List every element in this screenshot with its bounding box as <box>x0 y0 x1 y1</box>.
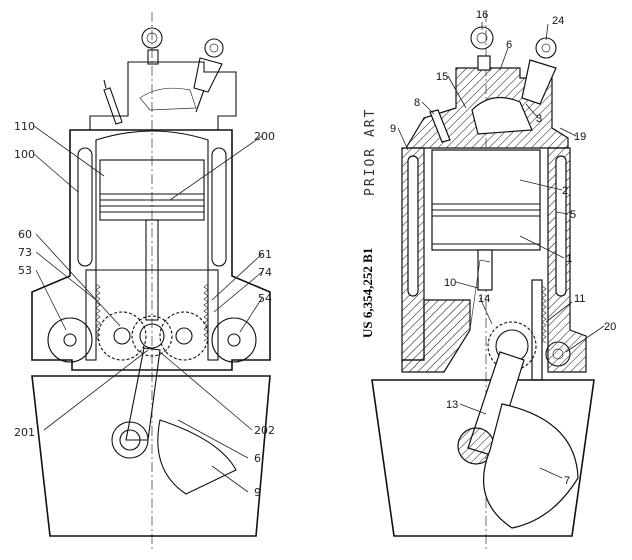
center-gear <box>131 315 173 357</box>
label-11: 11 <box>574 293 585 305</box>
label-5: 5 <box>570 209 576 221</box>
left-gear-inner <box>97 311 147 361</box>
label-13: 13 <box>446 399 458 411</box>
label-200: 200 <box>254 130 275 143</box>
label-16: 16 <box>476 9 488 21</box>
label-14: 14 <box>478 293 490 305</box>
label-73: 73 <box>18 246 32 259</box>
label-60: 60 <box>18 228 32 241</box>
left-figure: 110 100 200 60 73 53 61 74 54 201 202 6 … <box>14 12 275 552</box>
label-100: 100 <box>14 148 35 161</box>
label-3: 3 <box>536 113 542 125</box>
label-19: 19 <box>574 131 586 143</box>
prior-art-caption: PRIOR ART <box>363 108 378 196</box>
right-figure: PRIOR ART US 6,354,252 B1 <box>360 9 616 552</box>
label-61: 61 <box>258 248 272 261</box>
label-54: 54 <box>258 292 272 305</box>
label-20: 20 <box>604 321 616 333</box>
label-8: 8 <box>414 97 420 109</box>
right-gear-inner <box>159 311 209 361</box>
label-15: 15 <box>436 71 448 83</box>
label-9: 9 <box>390 123 396 135</box>
label-110: 110 <box>14 120 35 133</box>
label-7: 7 <box>564 475 570 487</box>
patent-number: US 6,354,252 B1 <box>360 248 375 338</box>
label-201: 201 <box>14 426 35 439</box>
label-24: 24 <box>552 15 564 27</box>
label-53: 53 <box>18 264 32 277</box>
label-9: 9 <box>254 486 261 499</box>
label-74: 74 <box>258 266 272 279</box>
side-gear <box>545 341 571 367</box>
label-202: 202 <box>254 424 275 437</box>
label-1: 1 <box>566 253 572 265</box>
label-2: 2 <box>562 185 568 197</box>
label-6: 6 <box>506 39 512 51</box>
label-10: 10 <box>444 277 456 289</box>
left-gear-outer <box>47 317 93 363</box>
label-6: 6 <box>254 452 261 465</box>
right-gear-outer <box>211 317 257 363</box>
